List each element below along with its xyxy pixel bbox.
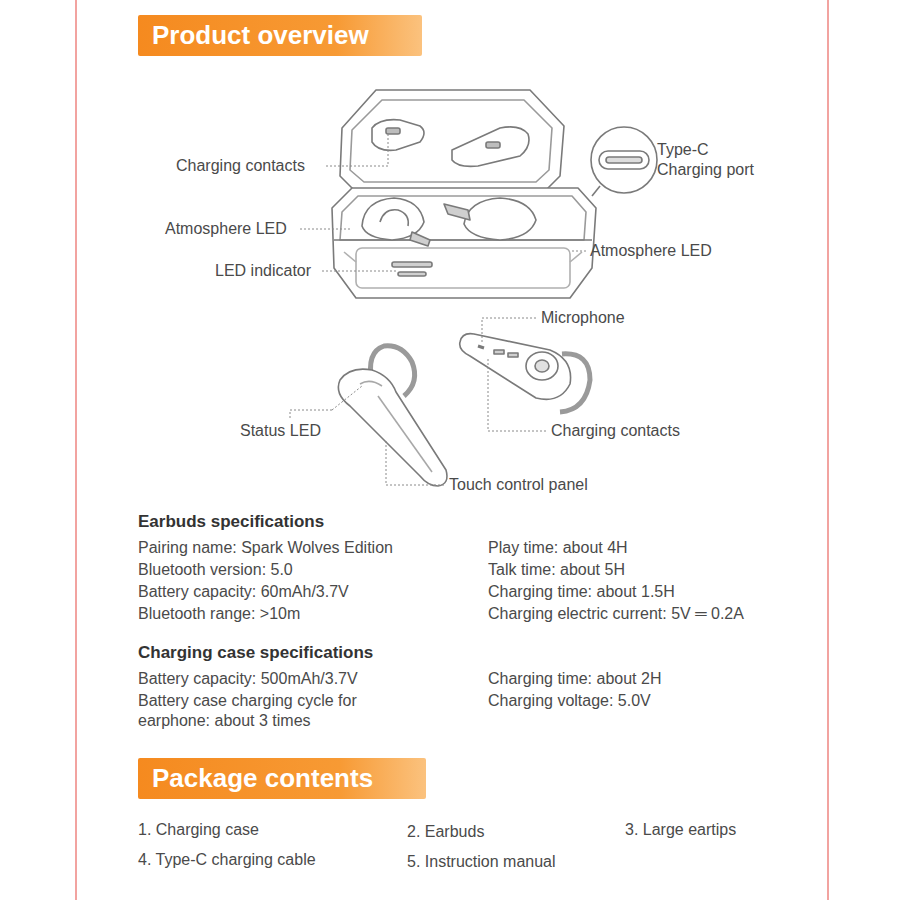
led-strip <box>398 272 426 276</box>
spec-line: Charging voltage: 5.0V <box>488 691 651 711</box>
leader-line <box>290 410 332 420</box>
lid-recess <box>452 127 529 167</box>
atmosphere-led <box>344 252 356 262</box>
leader-line <box>386 440 444 485</box>
package-item: 3. Large eartips <box>625 820 736 840</box>
section-heading: Package contents <box>152 763 410 793</box>
section-heading: Product overview <box>152 20 406 50</box>
type-c-callout <box>591 127 657 196</box>
leader-line <box>300 229 352 230</box>
part-label: Type-C Charging port <box>657 140 777 180</box>
part-label: Status LED <box>240 421 321 441</box>
left-earbud <box>338 346 447 486</box>
spec-line: Charging electric current: 5V ═ 0.2A <box>488 604 744 624</box>
status-led <box>360 381 382 386</box>
case-contact <box>410 232 430 246</box>
spec-line: Charging time: about 1.5H <box>488 582 675 602</box>
part-label: Touch control panel <box>449 475 588 495</box>
ear-tip <box>535 360 549 372</box>
leader-line <box>488 358 546 431</box>
leader-line <box>326 134 388 166</box>
microphone-hole <box>478 346 484 348</box>
section-band: Package contents <box>138 758 426 799</box>
spec-line: Pairing name: Spark Wolves Edition <box>138 538 393 558</box>
led-strip <box>392 262 432 267</box>
page-border <box>76 0 828 900</box>
spec-line: Battery capacity: 500mAh/3.7V <box>138 669 358 689</box>
part-label: Microphone <box>541 308 625 328</box>
callout-circle <box>591 127 657 193</box>
part-label: Atmosphere LED <box>590 241 712 261</box>
spec-line: Charging time: about 2H <box>488 669 661 689</box>
case-lid <box>340 90 564 192</box>
type-c-port <box>606 157 642 163</box>
spec-line: Bluetooth version: 5.0 <box>138 560 293 580</box>
earbud-body <box>460 334 571 400</box>
part-label: Charging contacts <box>176 156 305 176</box>
callout-line <box>592 186 600 196</box>
leader-line <box>322 271 396 272</box>
right-earbud <box>460 334 590 412</box>
base-rim <box>340 196 586 240</box>
spec-line: Battery case charging cycle for earphone… <box>138 691 360 731</box>
part-label: Charging contacts <box>551 421 680 441</box>
leader-line <box>332 386 362 410</box>
touch-panel <box>378 396 432 472</box>
earbud-cavity <box>380 210 408 226</box>
part-label: LED indicator <box>215 261 311 281</box>
lid-contact <box>486 142 500 148</box>
spec-heading: Charging case specifications <box>138 643 373 663</box>
package-item: 1. Charging case <box>138 820 259 840</box>
front-panel <box>356 248 570 288</box>
border-line <box>827 0 829 900</box>
earbud-body <box>338 369 447 486</box>
spec-heading: Earbuds specifications <box>138 512 324 532</box>
earbud-cavity <box>464 198 536 240</box>
type-c-port <box>599 151 649 169</box>
charging-contact <box>494 350 504 354</box>
part-label: Atmosphere LED <box>165 219 287 239</box>
spec-line: Play time: about 4H <box>488 538 628 558</box>
lid-rim <box>350 100 552 182</box>
charging-contact <box>508 353 518 357</box>
spec-line: Battery capacity: 60mAh/3.7V <box>138 582 349 602</box>
spec-line: Bluetooth range: >10m <box>138 604 300 624</box>
lid-recess <box>372 120 424 151</box>
base-edge <box>334 239 592 241</box>
ear-tip <box>526 352 558 380</box>
case-base <box>332 188 596 298</box>
leader-line <box>482 318 536 342</box>
spec-line: Talk time: about 5H <box>488 560 625 580</box>
leader-line <box>572 251 586 252</box>
section-band: Product overview <box>138 15 422 56</box>
charging-case <box>332 90 596 298</box>
package-item: 4. Type-C charging cable <box>138 850 316 870</box>
lid-contact <box>386 128 400 134</box>
case-contact <box>444 204 470 220</box>
package-item: 5. Instruction manual <box>407 852 556 872</box>
package-item: 2. Earbuds <box>407 822 484 842</box>
atmosphere-led <box>570 252 582 262</box>
border-line <box>75 0 77 900</box>
